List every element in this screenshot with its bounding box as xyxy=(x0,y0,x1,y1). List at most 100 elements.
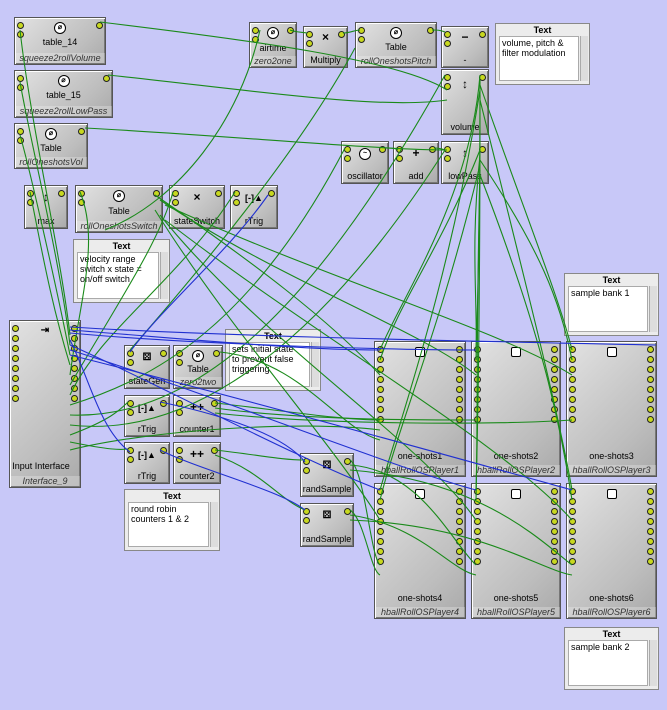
inlet-port[interactable] xyxy=(474,376,481,383)
volume-module[interactable]: ↕ volume xyxy=(441,69,489,135)
inlet-port[interactable] xyxy=(377,406,384,413)
inlet-port[interactable] xyxy=(27,199,34,206)
inlet-port[interactable] xyxy=(444,74,451,81)
outlet-port[interactable] xyxy=(647,518,654,525)
counter2-module[interactable]: ++ counter2 xyxy=(173,442,221,484)
inlet-port[interactable] xyxy=(172,190,179,197)
outlet-port[interactable] xyxy=(551,376,558,383)
outlet-port[interactable] xyxy=(479,146,486,153)
outlet-port[interactable] xyxy=(71,385,78,392)
outlet-port[interactable] xyxy=(551,346,558,353)
outlet-port[interactable] xyxy=(456,488,463,495)
outlet-port[interactable] xyxy=(551,558,558,565)
counter1-module[interactable]: ++ counter1 xyxy=(173,395,221,437)
inlet-port[interactable] xyxy=(569,518,576,525)
rand-sample-module-1[interactable]: ⚄ randSample xyxy=(300,453,354,497)
inlet-port[interactable] xyxy=(569,548,576,555)
inlet-port[interactable] xyxy=(444,146,451,153)
one-shots-player-5[interactable]: one-shots5 hballRollOSPlayer5 xyxy=(471,483,561,619)
one-shots-player-4[interactable]: one-shots4 hballRollOSPlayer4 xyxy=(374,483,466,619)
table-switch-module[interactable]: ⌀ Table rollOneshotsSwitch xyxy=(75,185,163,233)
text-box-velocity[interactable]: Text velocity range switch x state = on/… xyxy=(73,239,170,303)
inlet-port[interactable] xyxy=(303,467,310,474)
outlet-port[interactable] xyxy=(456,416,463,423)
inlet-port[interactable] xyxy=(474,406,481,413)
inlet-port[interactable] xyxy=(569,346,576,353)
outlet-port[interactable] xyxy=(456,376,463,383)
inlet-port[interactable] xyxy=(12,345,19,352)
inlet-port[interactable] xyxy=(377,548,384,555)
outlet-port[interactable] xyxy=(456,498,463,505)
outlet-port[interactable] xyxy=(551,488,558,495)
inlet-port[interactable] xyxy=(78,190,85,197)
inlet-port[interactable] xyxy=(569,366,576,373)
inlet-port[interactable] xyxy=(306,31,313,38)
inlet-port[interactable] xyxy=(176,447,183,454)
outlet-port[interactable] xyxy=(456,396,463,403)
table-14-module[interactable]: ⌀ table_14 squeeze2rollVolume xyxy=(14,17,106,65)
inlet-port[interactable] xyxy=(127,409,134,416)
inlet-port[interactable] xyxy=(303,517,310,524)
minus-module[interactable]: − - xyxy=(441,26,489,68)
outlet-port[interactable] xyxy=(551,538,558,545)
outlet-port[interactable] xyxy=(551,548,558,555)
add-module[interactable]: + add xyxy=(393,141,439,184)
outlet-port[interactable] xyxy=(551,356,558,363)
outlet-port[interactable] xyxy=(647,538,654,545)
inlet-port[interactable] xyxy=(377,498,384,505)
rtrig-module-1[interactable]: [-]▲ rTrig xyxy=(230,185,278,229)
inlet-port[interactable] xyxy=(176,456,183,463)
text-box-body[interactable]: velocity range switch x state = on/off s… xyxy=(77,252,159,299)
text-box-sample-bank-2[interactable]: Text sample bank 2 xyxy=(564,627,659,690)
oscillator-module[interactable]: ~ oscillator xyxy=(341,141,389,184)
outlet-port[interactable] xyxy=(479,31,486,38)
outlet-port[interactable] xyxy=(456,558,463,565)
outlet-port[interactable] xyxy=(456,386,463,393)
inlet-port[interactable] xyxy=(176,359,183,366)
inlet-port[interactable] xyxy=(377,538,384,545)
outlet-port[interactable] xyxy=(344,508,351,515)
inlet-port[interactable] xyxy=(569,386,576,393)
inlet-port[interactable] xyxy=(377,508,384,515)
outlet-port[interactable] xyxy=(551,416,558,423)
outlet-port[interactable] xyxy=(338,31,345,38)
inlet-port[interactable] xyxy=(569,488,576,495)
inlet-port[interactable] xyxy=(127,350,134,357)
inlet-port[interactable] xyxy=(233,199,240,206)
inlet-port[interactable] xyxy=(176,409,183,416)
rtrig-module-3[interactable]: [-]▲ rTrig xyxy=(124,442,170,484)
text-box-round-robin[interactable]: Text round robin counters 1 & 2 xyxy=(124,489,220,551)
outlet-port[interactable] xyxy=(647,386,654,393)
inlet-port[interactable] xyxy=(127,456,134,463)
outlet-port[interactable] xyxy=(551,406,558,413)
state-gen-module[interactable]: ⚄ stateGen xyxy=(124,345,170,389)
inlet-port[interactable] xyxy=(377,386,384,393)
text-box-body[interactable]: volume, pitch & filter modulation xyxy=(499,36,579,81)
outlet-port[interactable] xyxy=(211,447,218,454)
inlet-port[interactable] xyxy=(252,36,259,43)
rand-sample-module-2[interactable]: ⚄ randSample xyxy=(300,503,354,547)
outlet-port[interactable] xyxy=(647,406,654,413)
outlet-port[interactable] xyxy=(551,508,558,515)
scrollbar[interactable] xyxy=(160,252,168,299)
table-15-module[interactable]: ⌀ table_15 squeeze2rollLowPass xyxy=(14,70,113,118)
multiply-module[interactable]: × Multiply xyxy=(303,26,348,68)
outlet-port[interactable] xyxy=(427,27,434,34)
outlet-port[interactable] xyxy=(456,518,463,525)
inlet-port[interactable] xyxy=(78,199,85,206)
one-shots-player-1[interactable]: one-shots1 hballRollOSPlayer1 xyxy=(374,341,466,477)
inlet-port[interactable] xyxy=(474,518,481,525)
inlet-port[interactable] xyxy=(17,22,24,29)
scrollbar[interactable] xyxy=(311,342,319,387)
outlet-port[interactable] xyxy=(647,396,654,403)
inlet-port[interactable] xyxy=(358,36,365,43)
inlet-port[interactable] xyxy=(474,386,481,393)
inlet-port[interactable] xyxy=(252,27,259,34)
inlet-port[interactable] xyxy=(569,406,576,413)
outlet-port[interactable] xyxy=(647,548,654,555)
inlet-port[interactable] xyxy=(474,508,481,515)
scrollbar[interactable] xyxy=(580,36,588,81)
inlet-port[interactable] xyxy=(377,346,384,353)
outlet-port[interactable] xyxy=(71,395,78,402)
